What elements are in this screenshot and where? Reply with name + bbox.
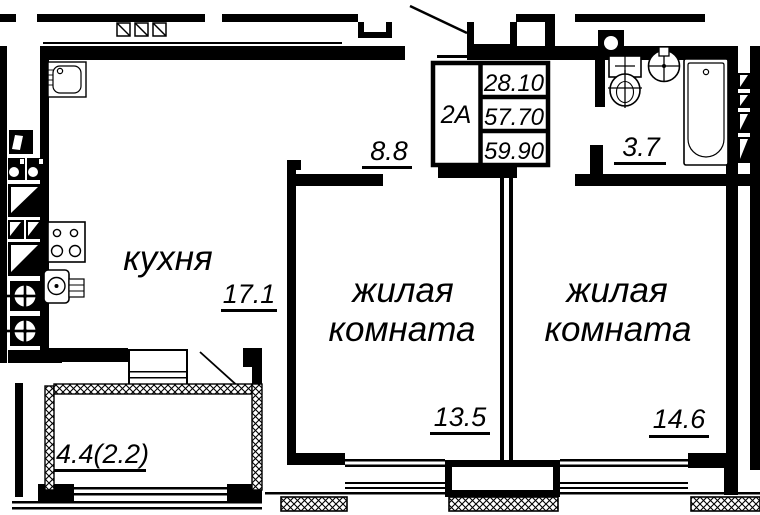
living-room-2: жилая комната 14.6 [545, 271, 709, 438]
window-bay [445, 460, 560, 497]
area-value-1: 28.10 [483, 70, 545, 97]
walls-exterior [0, 14, 760, 502]
kitchen-area: 17.1 [223, 279, 276, 309]
living2-area: 14.6 [653, 404, 707, 434]
kitchen-room: кухня 17.1 [123, 239, 277, 312]
bathroom-area: 3.7 [622, 132, 661, 162]
entrance-door-icon [409, 4, 468, 35]
hallway-area: 8.8 [370, 136, 408, 166]
living1-label-line1: жилая [350, 271, 453, 310]
living1-area: 13.5 [434, 402, 488, 432]
living1-label-line2: комната [329, 310, 476, 349]
balcony-hatched-walls [44, 383, 263, 491]
parapet-hatched-bands [280, 496, 760, 512]
bathroom-room: 3.7 [614, 132, 666, 165]
vent-shaft-icons-left [8, 130, 44, 276]
area-value-3: 59.90 [484, 138, 545, 165]
living2-label-line2: комната [545, 310, 692, 349]
kitchen-label: кухня [123, 239, 212, 278]
bathtub-icon [683, 58, 729, 166]
boiler-icon [43, 269, 85, 304]
living2-label-line1: жилая [564, 271, 667, 310]
balcony-area: 4.4(2.2) [56, 439, 149, 469]
walls-interior [287, 46, 760, 465]
stove-icon [47, 221, 86, 263]
toilet-icon [608, 55, 642, 108]
balcony-door-icon [199, 351, 242, 390]
radiator-icon [116, 22, 167, 37]
info-table: 2А 28.10 57.70 59.90 [430, 55, 551, 168]
vent-shaft-icons-right [738, 73, 750, 163]
living-room-1: жилая комната 13.5 [329, 271, 490, 435]
washbasin-icon [647, 46, 681, 83]
unit-label: 2А [440, 101, 472, 129]
sink-icon [47, 61, 87, 98]
balcony-room: 4.4(2.2) [54, 439, 149, 472]
pipe-riser-icons [0, 281, 48, 346]
balcony-bottom-window [12, 487, 262, 510]
riser-block-icon [598, 30, 624, 56]
hallway-room: 8.8 [362, 136, 412, 169]
area-value-2: 57.70 [484, 104, 545, 131]
